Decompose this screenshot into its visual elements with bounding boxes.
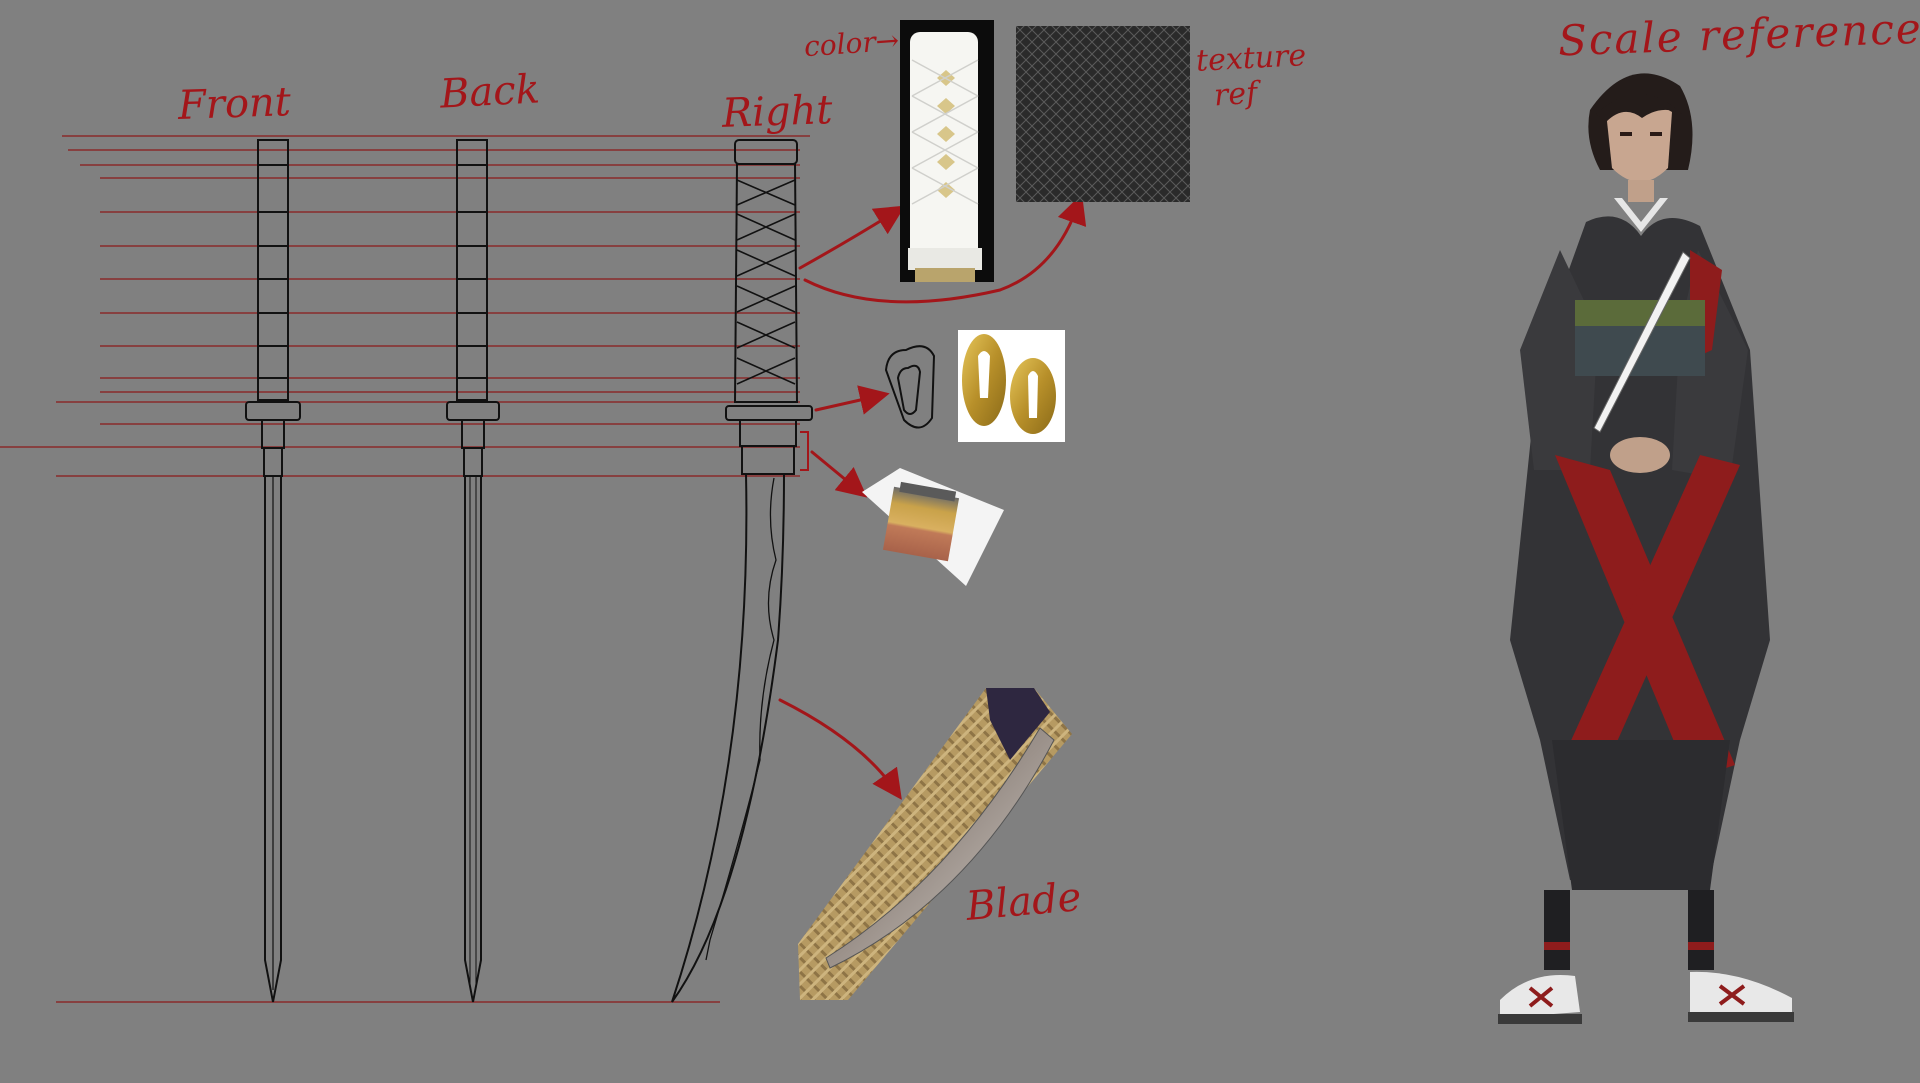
- guide-lines: [0, 135, 810, 1003]
- arrow-to-blade: [778, 698, 902, 800]
- arrow-to-habaki: [810, 450, 868, 498]
- color-ref-label: color→: [802, 23, 901, 64]
- arrow-to-color: [798, 205, 906, 270]
- arrow-to-texture: [803, 193, 1087, 304]
- front-view-label: Front: [177, 79, 292, 129]
- sword-handle: [257, 164, 289, 401]
- sword-front-view: [245, 139, 301, 1003]
- texture-ref-swatch: [1016, 26, 1190, 202]
- habaki-photo: [862, 468, 1004, 586]
- character-scale-reference: [1498, 73, 1794, 1024]
- sword-blade: [264, 476, 282, 1003]
- sword-blade: [671, 473, 785, 1003]
- right-view-label: Right: [721, 87, 834, 137]
- sword-right-view: [671, 139, 813, 1003]
- back-view-label: Back: [438, 66, 542, 118]
- sword-back-view: [446, 139, 500, 1003]
- sword-habaki: [741, 445, 795, 475]
- arrow-to-tsuba: [814, 385, 890, 415]
- texture-ref-label-line2: ref: [1212, 75, 1259, 114]
- handle-wrap: [736, 179, 796, 385]
- sword-guard: [725, 405, 813, 421]
- annotation-arrows: [778, 193, 1087, 800]
- sword-pommel: [734, 139, 798, 165]
- sword-handle: [733, 163, 799, 403]
- sword-habaki: [263, 447, 283, 477]
- blade-hamon: [705, 477, 777, 961]
- blade-photo: [798, 688, 1072, 1000]
- blade-label: Blade: [964, 874, 1084, 930]
- handle-color-photo: [900, 20, 994, 282]
- tsuba-gold-photo: [958, 330, 1065, 442]
- sword-guard: [446, 401, 500, 421]
- sword-habaki: [463, 447, 483, 477]
- sword-blade: [464, 476, 482, 1003]
- scale-reference-label: Scale reference: [1557, 3, 1920, 66]
- bracket-mark: [800, 431, 809, 471]
- sword-handle: [456, 164, 488, 401]
- sword-pommel: [456, 139, 488, 166]
- sword-guard: [245, 401, 301, 421]
- sword-pommel: [257, 139, 289, 166]
- texture-ref-label: texture: [1195, 38, 1308, 79]
- tsuba-outline-sketch: [884, 345, 936, 429]
